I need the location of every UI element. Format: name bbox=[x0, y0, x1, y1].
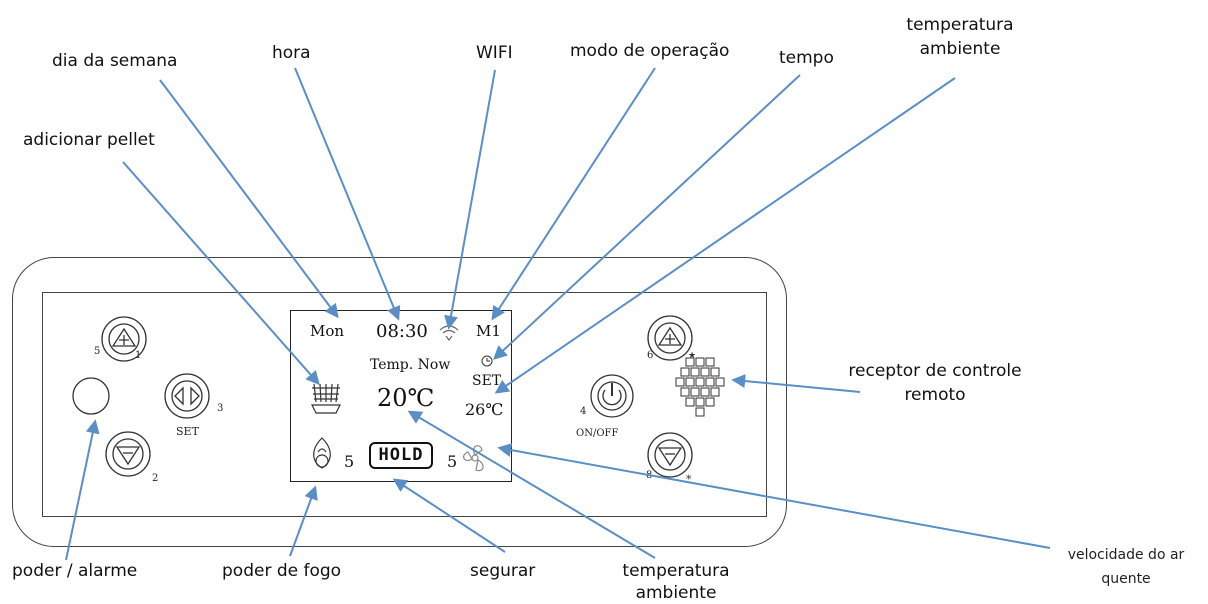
remote-receiver-icon bbox=[675, 357, 725, 417]
label-temp-ambiente-bottom-line2: ambiente bbox=[635, 583, 717, 603]
lcd-fan-speed: 5 bbox=[447, 452, 458, 471]
label-temp-ambiente-bottom-line1: temperatura bbox=[622, 561, 730, 581]
label-tempo: tempo bbox=[779, 48, 834, 68]
arrow-hora bbox=[294, 67, 401, 321]
lcd-fire-power: 5 bbox=[344, 452, 355, 471]
arrow-temp-ambiente-top bbox=[494, 77, 956, 394]
arrow-adicionar-pellet bbox=[122, 161, 320, 386]
alarm-led-icon bbox=[72, 377, 110, 415]
arrow-segurar bbox=[392, 478, 506, 553]
left-down-number: 2 bbox=[152, 473, 159, 484]
arrow-poder-de-fogo bbox=[289, 485, 318, 557]
label-poder-alarme: poder / alarme bbox=[12, 561, 138, 581]
left-set-label: SET bbox=[176, 425, 199, 438]
wifi-icon bbox=[439, 325, 459, 341]
label-velocidade-line2: quente bbox=[1101, 571, 1151, 587]
label-wifi: WIFI bbox=[476, 43, 513, 63]
pellet-icon bbox=[311, 383, 341, 414]
right-down-button[interactable]: * bbox=[647, 432, 693, 486]
label-temp-ambiente-top-line2: ambiente bbox=[919, 39, 1001, 59]
label-adicionar-pellet: adicionar pellet bbox=[23, 130, 155, 150]
label-velocidade-line1: velocidade do ar bbox=[1067, 547, 1185, 563]
left-up-button[interactable] bbox=[101, 316, 147, 362]
lcd-mode: M1 bbox=[476, 322, 501, 340]
lcd-hold-box: HOLD bbox=[369, 442, 433, 469]
fan-icon bbox=[463, 445, 484, 472]
control-panel-inner bbox=[42, 292, 767, 517]
lcd-temp-now-value: 20℃ bbox=[377, 384, 435, 412]
arrow-temp-ambiente-bottom bbox=[407, 410, 656, 559]
right-power-number: 4 bbox=[580, 406, 587, 417]
lcd-set-label: SET bbox=[472, 373, 502, 389]
flame-icon bbox=[313, 437, 331, 469]
arrow-modo bbox=[491, 67, 656, 321]
control-panel-outline bbox=[12, 257, 787, 547]
arrow-dia-da-semana bbox=[159, 79, 339, 319]
label-hora: hora bbox=[272, 43, 311, 63]
lcd-display bbox=[290, 310, 512, 482]
label-poder-de-fogo: poder de fogo bbox=[222, 561, 342, 581]
svg-text:*: * bbox=[686, 473, 692, 486]
arrow-velocidade bbox=[497, 443, 1051, 549]
arrow-receptor bbox=[731, 374, 861, 393]
clock-icon bbox=[481, 355, 493, 367]
label-temp-ambiente-top-line1: temperatura bbox=[906, 15, 1014, 35]
lcd-temp-now-label: Temp. Now bbox=[370, 357, 451, 373]
left-down-button[interactable] bbox=[105, 431, 151, 477]
left-set-button[interactable] bbox=[164, 373, 210, 419]
label-modo-de-operacao: modo de operação bbox=[570, 41, 730, 61]
arrow-tempo bbox=[492, 74, 801, 360]
left-up-sub-number: 5 bbox=[94, 346, 101, 357]
label-segurar: segurar bbox=[470, 561, 536, 581]
left-set-number: 3 bbox=[217, 403, 224, 414]
right-up-number: 6 bbox=[647, 350, 654, 361]
lcd-set-value: 26℃ bbox=[465, 400, 504, 419]
label-receptor-line2: remoto bbox=[904, 385, 966, 405]
lcd-time: 08:30 bbox=[376, 321, 428, 342]
power-button[interactable] bbox=[590, 374, 634, 418]
arrow-poder-alarme bbox=[65, 419, 100, 561]
arrow-wifi bbox=[444, 69, 496, 330]
label-dia-da-semana: dia da semana bbox=[52, 51, 178, 71]
svg-text:★: ★ bbox=[688, 351, 696, 361]
right-power-label: ON/OFF bbox=[576, 428, 619, 439]
right-up-button[interactable]: ★ bbox=[647, 315, 696, 361]
lcd-day: Mon bbox=[310, 322, 345, 340]
label-receptor-line1: receptor de controle bbox=[848, 361, 1022, 381]
